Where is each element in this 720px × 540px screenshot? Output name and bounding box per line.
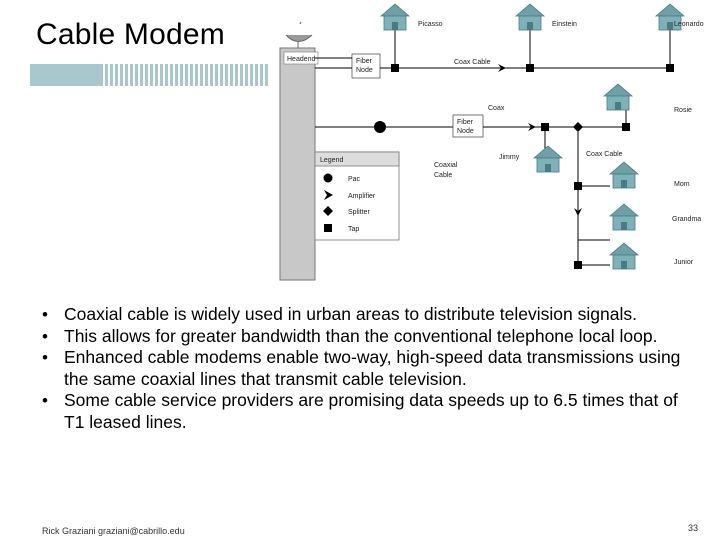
house-label-grandma: Grandma <box>672 216 701 223</box>
bullet-text: Some cable service providers are promisi… <box>64 390 678 432</box>
fiber-node-1-label-line2: Node <box>356 67 373 74</box>
house-icon <box>603 83 633 111</box>
bullet-icon: • <box>42 391 48 410</box>
headend-building <box>279 47 316 281</box>
bullet-icon: • <box>42 326 48 346</box>
legend-item-amplifier: Amplifier <box>348 193 376 200</box>
coax-cable-top-label: Coax Cable <box>454 59 491 66</box>
legend-item-tap: Tap <box>348 226 359 233</box>
page-number: 33 <box>688 523 699 533</box>
bullet-list: • Coaxial cable is widely used in urban a… <box>42 304 702 433</box>
bullet-item: • Enhanced cable modems enable two-way, h… <box>42 347 702 390</box>
tap-icon <box>666 64 674 72</box>
house-label-junior: Junior <box>674 259 694 266</box>
fiber-node-2-label-line1: Fiber <box>457 119 474 126</box>
fiber-node-1 <box>351 53 381 79</box>
coaxial-cable-label-line1: Coaxial <box>434 162 458 169</box>
title-decoration-bar <box>30 64 268 86</box>
legend-item-splitter: Splitter <box>348 209 370 216</box>
diagram-svg: Headend Fiber Node Coax Cable Picasso Ei… <box>279 3 704 281</box>
legend-item-pac: Pac <box>348 176 361 183</box>
coaxial-cable-label-line2: Cable <box>434 172 452 179</box>
splitter-icon <box>573 122 583 132</box>
legend: Legend Pac Amplifier Splitter Tap <box>314 151 400 241</box>
tap-icon <box>622 123 630 131</box>
bullet-item: • Coaxial cable is widely used in urban a… <box>42 304 702 326</box>
house-icon <box>609 203 639 231</box>
coax-cable-right-label: Coax Cable <box>586 151 623 158</box>
bullet-icon: • <box>42 348 48 367</box>
house-label-leonardo: Leonardo <box>674 21 704 28</box>
house-icon <box>533 145 563 173</box>
tap-icon <box>526 64 534 72</box>
fiber-node-1-label-line1: Fiber <box>356 58 373 65</box>
amplifier-icon <box>498 64 506 72</box>
house-label-rosie: Rosie <box>674 107 692 114</box>
bullet-item: • This allows for greater bandwidth than … <box>42 326 702 348</box>
tap-icon <box>391 64 399 72</box>
house-label-jimmy: Jimmy <box>499 154 520 161</box>
house-label-mom: Mom <box>674 181 690 188</box>
legend-amplifier-icon <box>324 190 333 200</box>
slide-title: Cable Modem <box>36 18 225 51</box>
fiber-node-2-label-line2: Node <box>457 128 474 135</box>
bullet-icon: • <box>42 305 48 324</box>
tap-icon <box>574 261 582 269</box>
satellite-dish-icon <box>285 34 313 42</box>
tap-icon <box>574 182 582 190</box>
cable-network-diagram: Headend Fiber Node Coax Cable Picasso Ei… <box>270 0 720 282</box>
footer-author: Rick Graziani graziani@cabrillo.edu <box>42 526 185 536</box>
legend-tap-icon <box>324 224 332 232</box>
bullet-item: • Some cable service providers are promis… <box>42 390 702 433</box>
house-icon <box>609 242 639 270</box>
tap-icon <box>541 123 549 131</box>
fiber-node-2 <box>452 114 484 138</box>
legend-pac-icon <box>323 173 333 183</box>
amplifier-icon <box>574 208 582 216</box>
amplifier-icon <box>528 123 536 131</box>
legend-splitter-icon <box>323 206 333 216</box>
house-icon <box>515 3 545 31</box>
house-icon <box>380 3 410 31</box>
bullet-text: Coaxial cable is widely used in urban ar… <box>64 304 637 324</box>
coax-label: Coax <box>488 105 505 112</box>
headend-label: Headend <box>287 56 316 63</box>
house-label-einstein: Einstein <box>552 21 577 28</box>
title-bar-solid <box>30 64 100 86</box>
pac-icon <box>374 121 386 133</box>
house-label-picasso: Picasso <box>418 21 443 28</box>
bullet-text: This allows for greater bandwidth than t… <box>64 325 658 346</box>
house-icon <box>609 161 639 189</box>
bullet-text: Enhanced cable modems enable two-way, hi… <box>64 347 681 389</box>
legend-title: Legend <box>320 157 343 164</box>
